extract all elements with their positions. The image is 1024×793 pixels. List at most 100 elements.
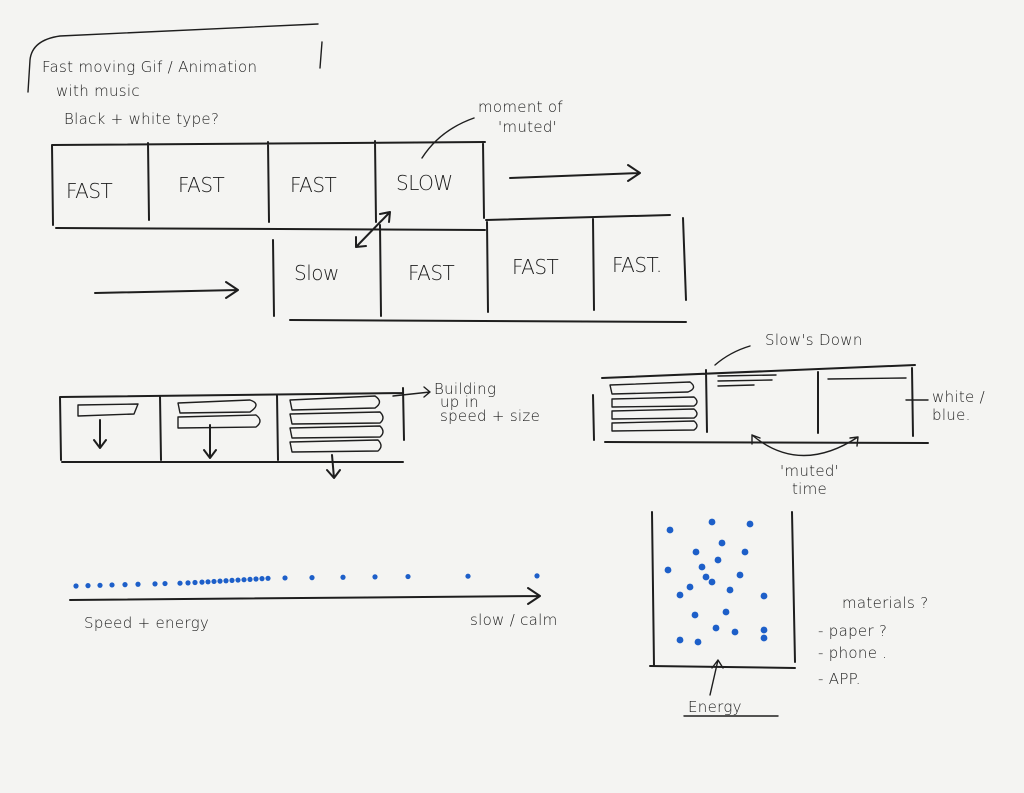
slowdown-sketch: Slow's Down white / blue. 'muted' time [592,331,985,498]
ink-dot [229,577,235,584]
ink-dot [666,526,674,534]
ink-dot [534,573,540,579]
ink-dot [664,566,672,574]
ink-dot [731,628,739,636]
ink-dot [465,573,471,579]
right-arrow-icon [69,587,541,605]
note-line-2: with music [56,82,140,100]
storyboard-row-2: Slow FAST FAST FAST. [94,214,687,323]
ink-dot [405,573,411,580]
frame-label: SLOW [396,171,453,195]
dot-timeline: Speed + energy slow / calm [69,573,558,632]
frame-label: FAST [66,179,113,203]
ink-dot [714,556,722,564]
materials-item: - paper ? [818,622,887,640]
ink-dot [85,583,91,589]
ink-dot [718,539,726,547]
annotation-text: Building [434,380,496,398]
scatter-label: Energy [688,698,742,716]
materials-list: materials ? - paper ? - phone . - APP. [818,594,928,688]
annotation-text: speed + size [440,407,540,425]
right-arrow-icon [509,164,641,182]
storyboard-row-1: FAST FAST FAST SLOW moment of 'muted' [51,98,641,231]
ink-dot [265,575,271,581]
ink-dot [235,577,241,583]
materials-item: - APP. [818,670,861,688]
double-arrow-icon [355,211,391,248]
right-arrow-icon [392,386,431,398]
ink-dot [223,578,229,584]
ink-dot [760,592,768,600]
note-line-3: Black + white type? [64,110,219,128]
ink-dot [760,634,768,642]
materials-item: - phone . [818,644,887,662]
ink-dot [217,578,223,584]
annotation-leader [714,345,751,366]
ink-dot [192,579,198,586]
ink-dot [282,575,288,581]
timeline-dots [73,573,540,589]
timeline-left-label: Speed + energy [84,614,209,632]
annotation-text: white / [932,388,985,406]
frame-label: Slow [294,261,339,285]
ink-dot [741,548,749,556]
annotation-text: blue. [932,406,971,424]
timeline-right-label: slow / calm [470,611,558,629]
ink-dot [702,573,710,581]
building-sketch: Building up in speed + size [59,380,540,479]
ink-dot [309,575,315,581]
frame-label: FAST. [612,253,662,277]
ink-dot [722,608,730,616]
ink-dot [736,571,744,579]
ink-dot [247,576,253,582]
ink-dot [712,624,720,632]
ink-dot [97,582,103,588]
ink-dot [199,579,205,585]
ink-dot [135,581,141,587]
scatter-sketch: Energy [649,511,796,717]
ink-dot [760,626,768,634]
ink-dot [692,548,700,556]
ink-dot [676,636,684,644]
ink-dot [152,581,158,587]
ink-dot [241,577,247,583]
title-note: Fast moving Gif / Animation with music B… [27,23,323,128]
curved-double-arrow-icon [751,434,859,457]
annotation-text: 'muted' [780,462,839,480]
ink-dot [109,582,115,588]
ink-dot [698,563,706,571]
ink-dot [746,520,754,528]
scatter-dots [664,518,768,646]
down-arrow-icon [93,419,341,479]
annotation-text: up in [440,393,479,411]
ink-dot [708,578,716,586]
ink-dot [372,574,378,580]
ink-dot [340,574,346,580]
up-arrow-icon [709,659,724,696]
note-line-1: Fast moving Gif / Animation [42,58,257,76]
ink-dot [259,576,265,582]
ink-dot [253,576,259,582]
ink-dot [726,586,734,594]
ink-dot [205,579,211,585]
ink-dot [691,611,699,619]
frame-label: FAST [178,173,225,197]
ink-dot [177,580,183,586]
annotation-text: time [792,480,827,498]
ink-dot [73,583,79,589]
ink-dot [211,578,217,585]
ink-dot [708,518,716,526]
frame-label: FAST [408,261,455,285]
ink-dot [694,638,702,646]
annotation-text: 'muted' [498,118,557,136]
ink-dot [122,582,128,588]
annotation-text: Slow's Down [765,331,863,349]
materials-heading: materials ? [842,594,928,612]
ink-dot [185,580,191,586]
ink-dot [162,580,168,587]
ink-dot [676,591,684,599]
frame-label: FAST [512,255,559,279]
right-arrow-icon [94,281,239,299]
annotation-text: moment of [478,98,563,116]
